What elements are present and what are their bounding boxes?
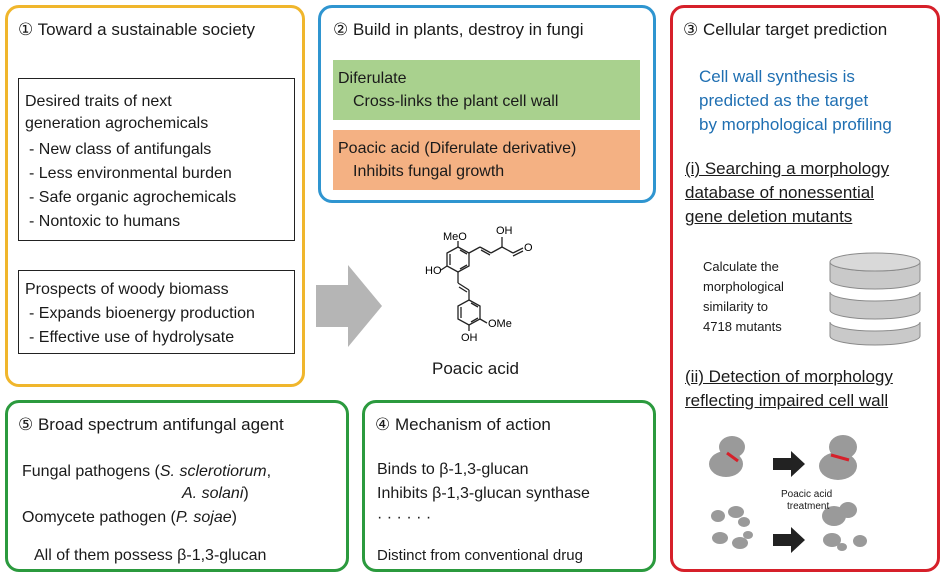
database-icon bbox=[829, 252, 921, 346]
desired-traits-box: Desired traits of next generation agroch… bbox=[18, 78, 295, 241]
atom-meo: MeO bbox=[443, 231, 467, 243]
poacic-acid-function: Inhibits fungal growth bbox=[353, 163, 505, 180]
panel2-title: ② Build in plants, destroy in fungi bbox=[333, 20, 584, 39]
panel-sustainable-society: ① Toward a sustainable society Desired t… bbox=[5, 5, 305, 387]
glucan-conclusion: All of them possess β-1,3-glucan bbox=[34, 547, 267, 564]
calc-line: similarity to bbox=[703, 299, 769, 314]
mechanism-line: Inhibits β-1,3-glucan synthase bbox=[377, 485, 590, 502]
treatment-label: treatment bbox=[787, 501, 830, 512]
trait-item: - Nontoxic to humans bbox=[29, 213, 181, 230]
panel4-title: ④ Mechanism of action bbox=[375, 415, 551, 434]
desired-traits-heading-line2: generation agrochemicals bbox=[25, 115, 209, 132]
diferulate-box: Diferulate Cross-links the plant cell wa… bbox=[333, 60, 640, 120]
mechanism-ellipsis: · · · · · · bbox=[377, 509, 432, 526]
mechanism-line: Distinct from conventional drug bbox=[377, 547, 583, 564]
woody-biomass-heading: Prospects of woody biomass bbox=[25, 281, 229, 298]
step1-heading: database of nonessential bbox=[685, 183, 875, 202]
diferulate-function: Cross-links the plant cell wall bbox=[353, 93, 559, 110]
trait-item: - Less environmental burden bbox=[29, 165, 232, 182]
panel-target-prediction: ③ Cellular target prediction Cell wall s… bbox=[670, 5, 940, 572]
biomass-item: - Effective use of hydrolysate bbox=[29, 329, 235, 346]
woody-biomass-box: Prospects of woody biomass - Expands bio… bbox=[18, 270, 295, 354]
oomycete-prefix: Oomycete pathogen ( bbox=[22, 509, 176, 526]
fungal-prefix: Fungal pathogens ( bbox=[22, 463, 160, 480]
panel3-title: ③ Cellular target prediction bbox=[683, 20, 888, 39]
step2-heading: (ii) Detection of morphology bbox=[685, 367, 893, 386]
fungal-comma: , bbox=[266, 463, 272, 480]
fungal-pathogens-line2: A. solani) bbox=[182, 483, 249, 504]
summary-line: by morphological profiling bbox=[699, 115, 892, 134]
fungal-suffix: ) bbox=[243, 485, 249, 502]
fungal-species: S. sclerotiorum bbox=[159, 463, 267, 480]
oomycete-suffix: ) bbox=[231, 509, 237, 526]
calc-line: 4718 mutants bbox=[703, 319, 782, 334]
right-arrow-icon bbox=[316, 265, 382, 347]
fungal-pathogens-line: Fungal pathogens (S. sclerotiorum, bbox=[22, 461, 271, 482]
step1-heading: (i) Searching a morphology bbox=[685, 159, 890, 178]
oomycete-line: Oomycete pathogen (P. sojae) bbox=[22, 507, 237, 528]
panel-build-destroy: ② Build in plants, destroy in fungi Dife… bbox=[318, 5, 656, 203]
atom-ome: OMe bbox=[488, 318, 512, 330]
panel-broad-spectrum: ⑤ Broad spectrum antifungal agent Fungal… bbox=[5, 400, 349, 572]
yeast-morphology-illustration bbox=[709, 435, 867, 553]
calc-line: Calculate the bbox=[703, 259, 779, 274]
panel1-title: ① Toward a sustainable society bbox=[18, 20, 255, 39]
molecule-label: Poacic acid bbox=[432, 359, 519, 378]
trait-item: - Safe organic agrochemicals bbox=[29, 189, 237, 206]
atom-ho: HO bbox=[425, 265, 442, 277]
panel5-title: ⑤ Broad spectrum antifungal agent bbox=[18, 415, 284, 434]
desired-traits-heading-line1: Desired traits of next bbox=[25, 93, 172, 110]
poacic-acid-box: Poacic acid (Diferulate derivative) Inhi… bbox=[333, 130, 640, 190]
trait-item: - New class of antifungals bbox=[29, 141, 212, 158]
atom-oh-bottom: OH bbox=[461, 332, 478, 344]
diferulate-name: Diferulate bbox=[338, 70, 407, 87]
summary-line: Cell wall synthesis is bbox=[699, 67, 855, 86]
treatment-label: Poacic acid bbox=[781, 489, 833, 500]
poacic-acid-name: Poacic acid (Diferulate derivative) bbox=[338, 140, 577, 157]
oomycete-species: P. sojae bbox=[175, 509, 232, 526]
atom-oh-top: OH bbox=[496, 225, 513, 237]
calc-line: morphological bbox=[703, 279, 784, 294]
atom-o-top: O bbox=[524, 242, 533, 254]
biomass-item: - Expands bioenergy production bbox=[29, 305, 255, 322]
poacic-acid-structure: OH O MeO HO OMe OH bbox=[425, 225, 533, 344]
step2-heading: reflecting impaired cell wall bbox=[685, 391, 889, 410]
step1-heading: gene deletion mutants bbox=[685, 207, 853, 226]
fungal-species: A. solani bbox=[182, 485, 244, 502]
mechanism-line: Binds to β-1,3-glucan bbox=[377, 461, 529, 478]
panel-mechanism: ④ Mechanism of action Binds to β-1,3-glu… bbox=[362, 400, 656, 572]
summary-line: predicted as the target bbox=[699, 91, 869, 110]
